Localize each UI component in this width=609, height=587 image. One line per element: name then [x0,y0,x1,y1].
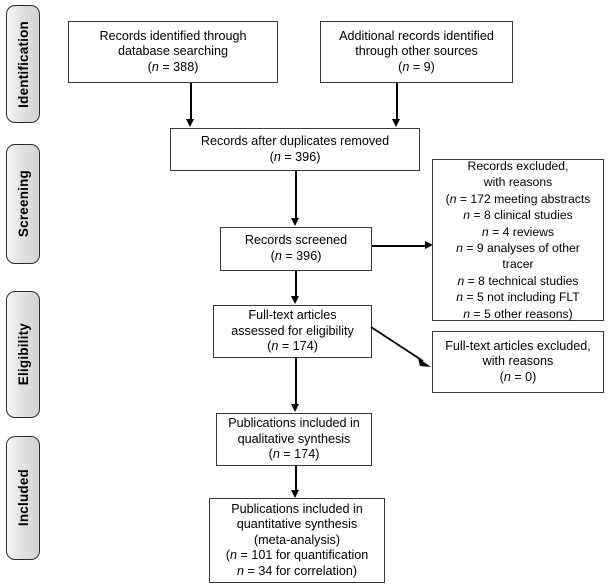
records-excluded-line2: with reasons [483,175,553,190]
arrowhead-screened-to-excluded [425,241,433,249]
fulltext-assessed-count: (n = 174) [267,339,318,354]
connector-fulltext-to-excluded [370,326,431,367]
additional-records-count: (n = 9) [398,59,435,74]
box-fulltext-assessed: Full-text articles assessed for eligibil… [213,305,372,358]
phase-screening: Screening [6,144,40,264]
box-qualitative-synthesis: Publications included in qualitative syn… [216,413,372,466]
arrowhead-fulltext-to-qualitative [291,404,299,412]
box-duplicates-removed: Records after duplicates removed (n = 39… [170,128,420,171]
box-records-screened: Records screened (n = 396) [220,227,372,271]
records-excluded-reason-8: n = 5 other reasons) [463,306,573,321]
arrowhead-duplicates-to-screened [291,218,299,226]
connector-screened-to-excluded [372,245,427,247]
additional-records-line1: Additional records identified [339,28,494,43]
fulltext-assessed-line1: Full-text articles [248,308,337,323]
phase-label-screening: Screening [15,170,31,238]
phase-included: Included [6,436,40,560]
records-excluded-reason-7: n = 5 not including FLT [456,290,580,305]
phase-label-eligibility: Eligibility [15,323,31,386]
duplicates-removed-line1: Records after duplicates removed [200,133,390,148]
arrowhead-additional-to-duplicates [392,119,400,127]
phase-label-included: Included [15,469,31,527]
connector-identified-to-duplicates [190,83,192,121]
records-identified-line1: Records identified through [99,28,247,43]
connector-additional-to-duplicates [396,83,398,121]
qualitative-synthesis-count: (n = 174) [268,447,320,462]
phase-eligibility: Eligibility [6,291,40,418]
connector-screened-to-fulltext [295,271,297,298]
fulltext-assessed-line2: assessed for eligibility [231,323,354,338]
phase-label-identification: Identification [15,20,31,108]
records-excluded-reason-4: n = 9 analyses of other [456,241,580,255]
qualitative-synthesis-line1: Publications included in [228,416,360,431]
records-identified-count: (n = 388) [147,59,199,74]
records-excluded-reason-3: n = 4 reviews [481,224,555,239]
box-records-excluded: Records excluded, with reasons (n = 172 … [432,159,604,321]
quantitative-synthesis-line2: quantitative synthesis [236,517,358,532]
records-excluded-reason-1: (n = 172 meeting abstracts [445,191,591,206]
records-identified-line2: database searching [118,44,228,59]
fulltext-excluded-line2: with reasons [482,354,554,369]
duplicates-removed-count: (n = 396) [269,149,321,164]
arrowhead-qualitative-to-quantitative [291,490,299,498]
connector-qualitative-to-quantitative [295,466,297,491]
fulltext-excluded-count: (n = 0) [499,369,537,384]
additional-records-line2: through other sources [355,44,478,59]
box-quantitative-synthesis: Publications included in quantitative sy… [209,498,385,583]
connector-duplicates-to-screened [295,171,297,219]
records-screened-line1: Records screened [244,233,348,248]
arrowhead-screened-to-fulltext [291,296,299,304]
box-additional-records: Additional records identified through ot… [320,21,513,83]
qualitative-synthesis-line2: qualitative synthesis [237,431,351,446]
connector-fulltext-to-qualitative [295,358,297,405]
records-excluded-reason-6: n = 8 technical studies [457,273,579,288]
records-excluded-reason-2: n = 8 clinical studies [463,208,573,223]
quantitative-synthesis-count1: (n = 101 for quantification [225,548,369,563]
phase-identification: Identification [6,5,40,123]
records-excluded-line1: Records excluded, [467,158,569,173]
quantitative-synthesis-line3: (meta-analysis) [253,532,341,547]
records-excluded-reason-5: tracer [502,257,534,272]
fulltext-excluded-line1: Full-text articles excluded, [445,338,591,353]
quantitative-synthesis-line1: Publications included in [231,501,363,516]
box-fulltext-excluded: Full-text articles excluded, with reason… [432,331,604,393]
arrowhead-identified-to-duplicates [186,119,194,127]
box-records-identified: Records identified through database sear… [68,21,278,83]
quantitative-synthesis-count2: n = 34 for correlation) [236,563,358,578]
records-screened-count: (n = 396) [270,249,322,263]
